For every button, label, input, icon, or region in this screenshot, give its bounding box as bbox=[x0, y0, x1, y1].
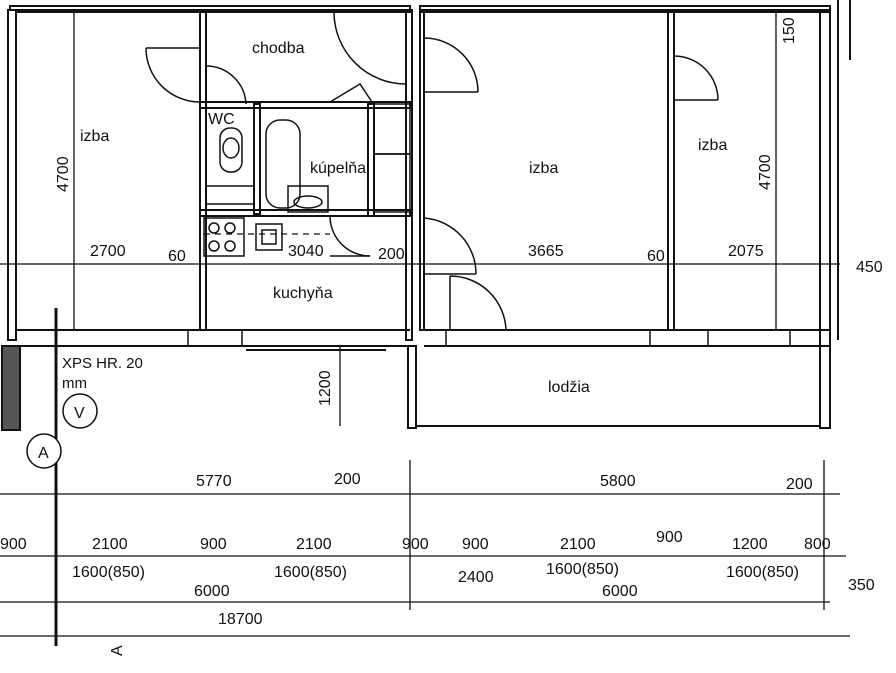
room-kuchyna: kuchyňa bbox=[273, 285, 333, 302]
doors bbox=[145, 11, 719, 331]
dim-row1-1: 60 bbox=[168, 248, 186, 265]
dim-row3-top-3: 2100 bbox=[296, 536, 332, 553]
dim-top-right: 150 bbox=[781, 17, 798, 44]
dim-row3-top-7: 900 bbox=[656, 529, 683, 546]
dim-row1-5: 60 bbox=[647, 248, 665, 265]
dim-row3-bottom-4: 1600(850) bbox=[726, 564, 799, 581]
dim-row3-bottom-1: 1600(850) bbox=[274, 564, 347, 581]
room-wc: WC bbox=[208, 111, 235, 128]
dim-lodzia-depth: 1200 bbox=[317, 370, 334, 406]
dim-row3-top-5: 900 bbox=[462, 536, 489, 553]
room-chodba: chodba bbox=[252, 40, 305, 57]
section-mark-label: A bbox=[109, 645, 126, 656]
dimension-lines bbox=[0, 10, 850, 646]
dim-row3-top-6: 2100 bbox=[560, 536, 596, 553]
walls bbox=[1, 0, 851, 431]
dim-right-height: 4700 bbox=[757, 154, 774, 190]
dim-row3-top-9: 800 bbox=[804, 536, 831, 553]
marker-v-label: V bbox=[74, 405, 85, 422]
dim-row3-bottom-0: 1600(850) bbox=[72, 564, 145, 581]
dim-row3-bottom-3: 1600(850) bbox=[546, 561, 619, 578]
insulation-label: XPS HR. 20 bbox=[62, 355, 143, 372]
dim-left-height: 4700 bbox=[55, 156, 72, 192]
dim-row2-1: 200 bbox=[334, 471, 361, 488]
room-izba-mid: izba bbox=[529, 160, 558, 177]
room-lodzia: lodžia bbox=[548, 379, 590, 396]
dim-row2-2: 5800 bbox=[600, 473, 636, 490]
dim-row1-0: 2700 bbox=[90, 243, 126, 260]
dim-row3-top-2: 900 bbox=[200, 536, 227, 553]
dim-row4-2: 350 bbox=[848, 577, 875, 594]
dim-row4-1: 6000 bbox=[602, 583, 638, 600]
room-izba-left: izba bbox=[80, 128, 109, 145]
dim-row1-6: 2075 bbox=[728, 243, 764, 260]
insulation-unit: mm bbox=[62, 375, 87, 392]
dim-row1-3: 200 bbox=[378, 246, 405, 263]
dim-row1-2: 3040 bbox=[288, 243, 324, 260]
dim-row2-3: 200 bbox=[786, 476, 813, 493]
dim-row3-top-0: 900 bbox=[0, 536, 27, 553]
dim-row1-4: 3665 bbox=[528, 243, 564, 260]
dim-right-450: 450 bbox=[856, 259, 883, 276]
dim-row2-0: 5770 bbox=[196, 473, 232, 490]
markers bbox=[26, 393, 98, 469]
dim-row3-top-1: 2100 bbox=[92, 536, 128, 553]
dim-total: 18700 bbox=[218, 611, 263, 628]
dim-row3-top-4: 900 bbox=[402, 536, 429, 553]
dim-row3-top-8: 1200 bbox=[732, 536, 768, 553]
room-kupelna: kúpelňa bbox=[310, 160, 366, 177]
dim-row3-bottom-2: 2400 bbox=[458, 569, 494, 586]
room-izba-right: izba bbox=[698, 137, 727, 154]
marker-a-label: A bbox=[38, 445, 49, 462]
dim-row4-0: 6000 bbox=[194, 583, 230, 600]
